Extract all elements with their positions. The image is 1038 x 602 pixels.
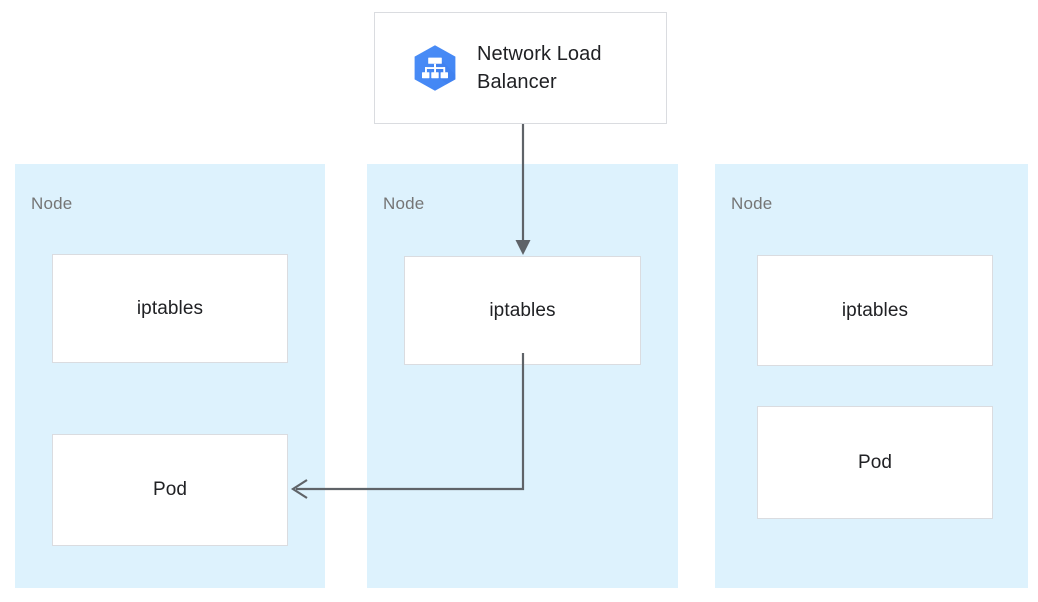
network-load-balancer-label: Network Load Balancer xyxy=(477,43,602,93)
node-container-3: Node xyxy=(715,164,1028,588)
node-container-2: Node xyxy=(367,164,678,588)
node-1-pod-label: Pod xyxy=(152,479,188,500)
network-load-balancer-card[interactable]: Network Load Balancer xyxy=(374,12,667,124)
node-1-pod-box[interactable]: Pod xyxy=(52,434,288,546)
network-load-balancer-icon xyxy=(414,45,456,91)
node-2-iptables-label: iptables xyxy=(489,299,556,321)
node-3-pod-label: Pod xyxy=(857,451,893,473)
node-label-2: Node xyxy=(383,194,425,213)
node-3-iptables-box[interactable]: iptables xyxy=(757,255,993,366)
node-label-3: Node xyxy=(731,194,773,213)
node-2-iptables-box[interactable]: iptables xyxy=(404,256,641,365)
node-3-iptables-label: iptables xyxy=(841,299,909,321)
node-1-iptables-label: iptables xyxy=(136,297,204,319)
node-3-pod-box[interactable]: Pod xyxy=(757,406,993,519)
node-1-iptables-box[interactable]: iptables xyxy=(52,254,288,363)
node-label-1: Node xyxy=(31,194,73,213)
